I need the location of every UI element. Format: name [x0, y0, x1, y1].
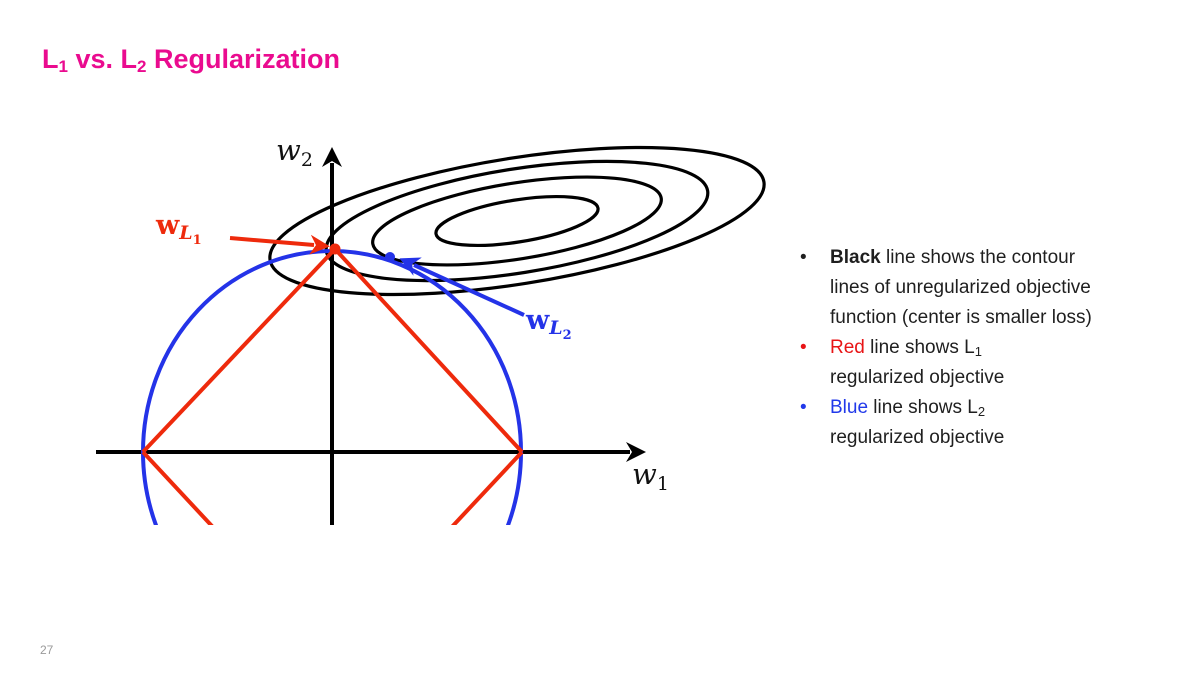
l1-diamond-edge-top-left — [141, 247, 337, 454]
bullet-marker: • — [800, 337, 807, 358]
title-tail: Regularization — [146, 44, 340, 74]
l2-label-L: L — [549, 317, 563, 339]
l1-diamond-edge-top-right — [333, 247, 524, 454]
x-axis-label-base: w — [632, 457, 657, 491]
page-title: L1 vs. L2 Regularization — [42, 44, 340, 77]
bullet-item-blue-l2: • Blue line shows L2 regularized objecti… — [800, 393, 1130, 453]
title-l1-subscript: 1 — [58, 57, 68, 76]
l1-solution-point — [329, 243, 341, 255]
y-axis-label: w2 — [276, 136, 313, 170]
title-l2-subscript: 2 — [137, 57, 147, 76]
bullet-marker: • — [800, 247, 807, 268]
bullet-keyword: Blue — [830, 397, 869, 418]
l2-label-index: 2 — [562, 328, 572, 343]
bullet-marker: • — [800, 397, 807, 418]
l2-solution-point — [385, 252, 395, 262]
y-axis-label-subscript: 2 — [300, 149, 313, 171]
contour-ellipse-inner — [434, 195, 600, 247]
x-axis-label-subscript: 1 — [656, 473, 669, 495]
contour-ellipse-2 — [371, 175, 663, 267]
l2-solution-arrow — [399, 257, 525, 317]
bullet-text: Red line shows L1 regularized objective — [830, 333, 1116, 393]
bullet-body: line shows L — [868, 397, 978, 418]
bullet-keyword: Black — [830, 247, 881, 268]
bullet-text: Blue line shows L2 regularized objective — [830, 393, 1116, 453]
bullet-body: line shows L — [864, 337, 975, 358]
l1-label-w: w — [156, 210, 180, 241]
bullet-keyword: Red — [830, 337, 865, 358]
bullet-list: • Black line shows the contour lines of … — [800, 243, 1130, 453]
bullet-item-red-l1: • Red line shows L1 regularized objectiv… — [800, 333, 1130, 393]
title-mid: vs. L — [67, 44, 137, 74]
l1-diamond-edge-bottom-left — [141, 450, 214, 525]
l2-label-w: w — [526, 305, 550, 336]
contour-ellipse-outer — [268, 145, 766, 297]
l1-solution-arrow — [229, 234, 330, 255]
l2-solution-label: wL2 — [526, 307, 572, 342]
title-l1: L — [42, 44, 59, 74]
bullet-body-line2: regularized objective — [830, 427, 1005, 448]
x-axis-label: w1 — [632, 460, 669, 494]
l1-diamond-edge-bottom-right — [450, 450, 524, 525]
contour-ellipse-3 — [324, 159, 710, 283]
y-axis-label-base: w — [276, 133, 301, 167]
contour-group — [268, 145, 766, 297]
bullet-item-black-contour: • Black line shows the contour lines of … — [800, 243, 1130, 333]
bullet-text: Black line shows the contour lines of un… — [830, 243, 1116, 333]
l1-label-index: 1 — [192, 233, 202, 248]
bullet-body-line2: regularized objective — [830, 367, 1005, 388]
l1-label-L: L — [179, 222, 193, 244]
bullet-body: line shows the contour lines of unregula… — [830, 247, 1092, 328]
page-number: 27 — [40, 643, 54, 657]
bullet-subscript: 1 — [974, 344, 982, 359]
l1-solution-label: wL1 — [156, 212, 202, 247]
bullet-subscript: 2 — [977, 404, 986, 419]
